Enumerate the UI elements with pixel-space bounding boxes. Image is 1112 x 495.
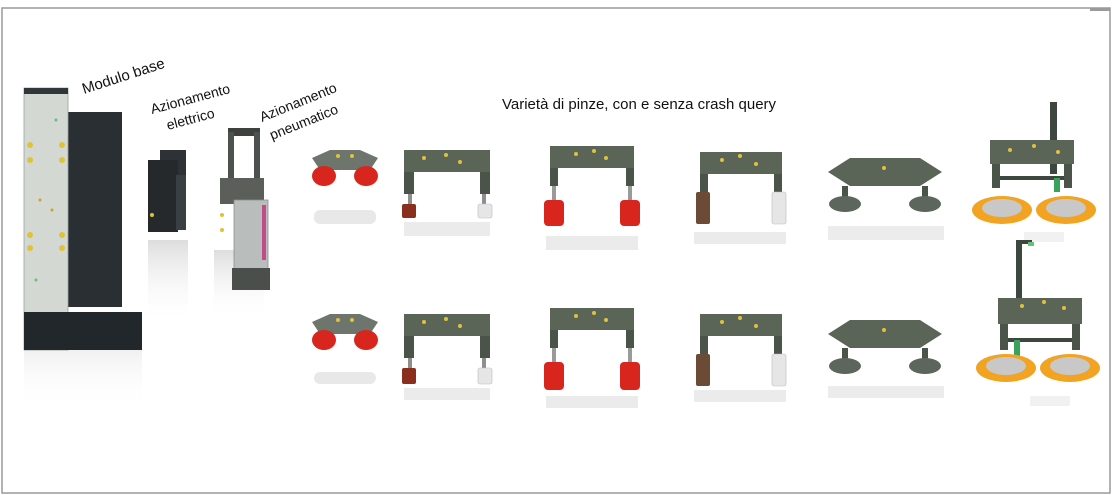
gripper-plate-brown-top [402,150,493,236]
base-module [23,87,142,408]
gripper-crash-query-bottom [976,240,1100,406]
gripper-plate-brown-bottom [402,314,493,400]
gripper-small-red-top [312,150,378,224]
pneumatic-drive [214,128,270,320]
gripper-plate-tall-bottom [694,314,787,402]
gripper-plate-tall-top [694,152,787,244]
corner-accent [1090,8,1110,11]
gripper-small-red-bottom [312,314,378,384]
gripper-plate-red-top [544,146,640,250]
gripper-hex-bottom [828,320,944,398]
gripper-hex-top [828,158,944,240]
gripper-plate-red-bottom [544,308,640,408]
gripper-crash-query-top [972,102,1096,242]
electric-drive [148,150,188,325]
label-gripper-variety: Varietà di pinze, con e senza crash quer… [502,96,777,113]
